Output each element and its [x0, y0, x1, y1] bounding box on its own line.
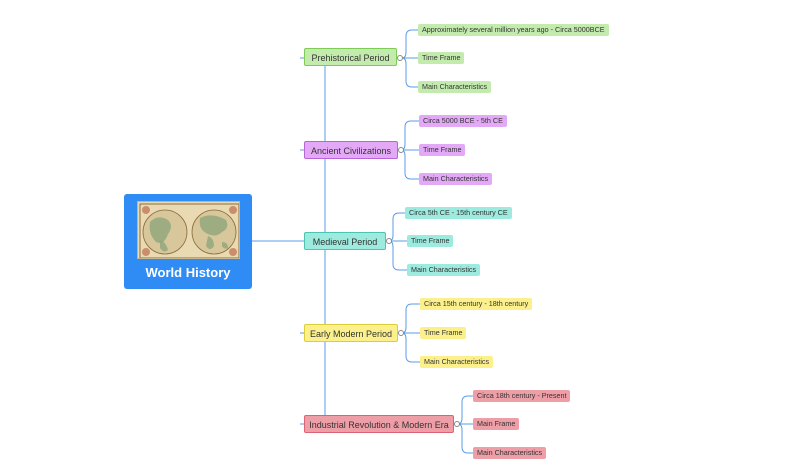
- leaf-node[interactable]: Main Frame: [473, 418, 520, 430]
- world-map-image: [137, 201, 240, 259]
- leaf-node[interactable]: Time Frame: [419, 144, 466, 156]
- leaf-node[interactable]: Main Characteristics: [407, 264, 481, 276]
- leaf-node[interactable]: Time Frame: [418, 52, 465, 64]
- root-topic[interactable]: World History: [124, 194, 252, 289]
- branch-medieval[interactable]: Medieval Period: [304, 232, 386, 250]
- leaf-node[interactable]: Time Frame: [420, 327, 467, 339]
- leaf-connector: [388, 212, 405, 242]
- collapse-toggle[interactable]: [398, 330, 404, 336]
- leaf-connector: [457, 423, 473, 454]
- branch-early-modern[interactable]: Early Modern Period: [304, 324, 398, 342]
- leaf-node[interactable]: Main Characteristics: [418, 81, 492, 93]
- leaf-node[interactable]: Time Frame: [407, 235, 454, 247]
- leaf-node[interactable]: Circa 15th century - 18th century: [420, 298, 533, 310]
- root-title: World History: [145, 265, 231, 280]
- collapse-toggle[interactable]: [386, 238, 392, 244]
- leaf-node[interactable]: Circa 5000 BCE - 5th CE: [419, 115, 507, 127]
- leaf-connector: [401, 29, 418, 59]
- leaf-connector: [401, 57, 418, 88]
- leaf-connector: [401, 332, 420, 363]
- branch-prehistorical[interactable]: Prehistorical Period: [304, 48, 397, 66]
- leaf-node[interactable]: Circa 18th century - Present: [473, 390, 571, 402]
- collapse-toggle[interactable]: [397, 55, 403, 61]
- branch-ancient[interactable]: Ancient Civilizations: [304, 141, 398, 159]
- collapse-toggle[interactable]: [398, 147, 404, 153]
- leaf-connector: [401, 303, 420, 334]
- leaf-connector: [400, 120, 419, 151]
- leaf-connector: [400, 149, 419, 180]
- leaf-node[interactable]: Main Characteristics: [420, 356, 494, 368]
- leaf-node[interactable]: Circa 5th CE - 15th century CE: [405, 207, 512, 219]
- collapse-toggle[interactable]: [454, 421, 460, 427]
- leaf-connector: [388, 240, 407, 271]
- branch-industrial-modern[interactable]: Industrial Revolution & Modern Era: [304, 415, 454, 433]
- leaf-connector: [457, 395, 473, 425]
- world-map-icon: [138, 202, 239, 258]
- leaf-node[interactable]: Approximately several million years ago …: [418, 24, 609, 36]
- leaf-node[interactable]: Main Characteristics: [419, 173, 493, 185]
- leaf-node[interactable]: Main Characteristics: [473, 447, 547, 459]
